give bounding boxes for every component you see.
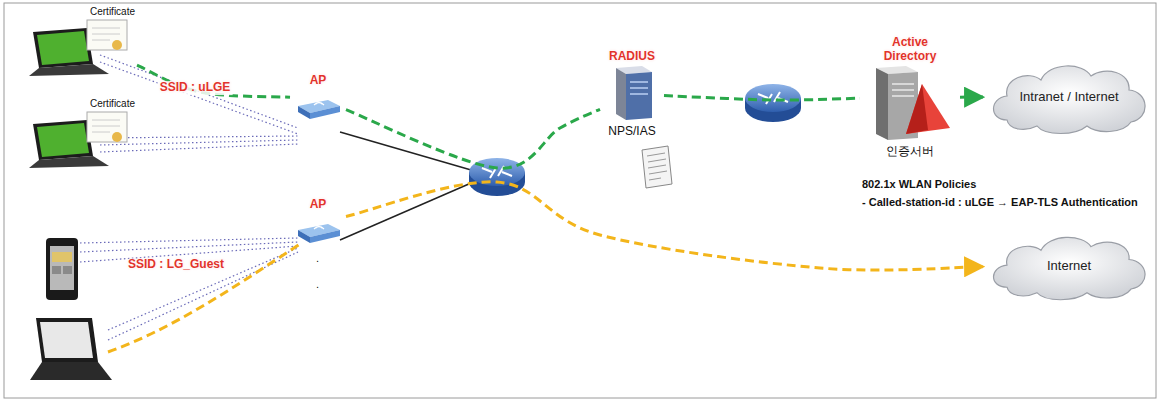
certificate-label: Certificate <box>90 98 135 110</box>
frame <box>4 3 1156 398</box>
access-point-icon <box>292 212 344 248</box>
wireless-signal <box>80 55 298 340</box>
cloud-label: Internet <box>1047 259 1091 274</box>
flow-connector <box>960 96 983 99</box>
directory-server-icon <box>862 64 958 142</box>
ssid-label: SSID : uLGE <box>158 81 233 95</box>
flow-connector <box>664 96 860 100</box>
server-title: RADIUS <box>609 50 655 64</box>
router-icon <box>745 84 801 122</box>
continuation-dot: . <box>316 278 319 291</box>
note-label: - Called-station-id : uLGE → EAP-TLS Aut… <box>862 196 1138 209</box>
laptop-certificate-icon <box>25 18 135 76</box>
ap-illustration <box>292 212 344 248</box>
ap-label: AP <box>310 74 327 88</box>
ad-illustration <box>862 64 958 142</box>
flow-connector <box>346 109 600 168</box>
cloud-node: Intranet / Internet <box>985 58 1153 136</box>
laptop-illustration <box>25 110 135 168</box>
server-caption: NPS/IAS <box>608 125 655 139</box>
ap-illustration <box>292 88 344 124</box>
ap-node: AP <box>292 74 344 124</box>
wired-link <box>340 180 478 240</box>
ap-node: AP <box>292 198 344 248</box>
radius-illustration <box>602 64 662 122</box>
laptop-node: Certificate <box>25 98 135 168</box>
certificate-label: Certificate <box>90 6 135 18</box>
note-label: 802.1x WLAN Policies <box>862 178 976 191</box>
laptop-certificate-icon <box>25 110 135 168</box>
guest-flow <box>108 244 300 352</box>
note-label: SSID : LG_Guest <box>128 258 224 272</box>
radius-node: RADIUS NPS/IAS <box>602 50 662 139</box>
flow-connector <box>137 65 290 97</box>
ad-node: Active Directory 인증서버 <box>862 36 958 158</box>
server-caption: 인증서버 <box>886 145 934 159</box>
phone-icon <box>46 238 78 300</box>
wired-link <box>340 132 478 172</box>
laptop-node: Certificate <box>25 6 135 76</box>
cloud-node: Internet <box>985 230 1153 302</box>
ap-label: AP <box>310 198 327 212</box>
laptop-illustration <box>25 18 135 76</box>
radius-server-icon <box>602 64 662 122</box>
flow-connector <box>346 182 983 270</box>
continuation-dot: . <box>316 252 319 265</box>
policy-document-icon <box>642 146 672 188</box>
access-point-icon <box>292 88 344 124</box>
cloud-label: Intranet / Internet <box>1019 90 1118 105</box>
laptop-icon <box>30 318 112 380</box>
server-title: Active Directory <box>875 36 945 64</box>
